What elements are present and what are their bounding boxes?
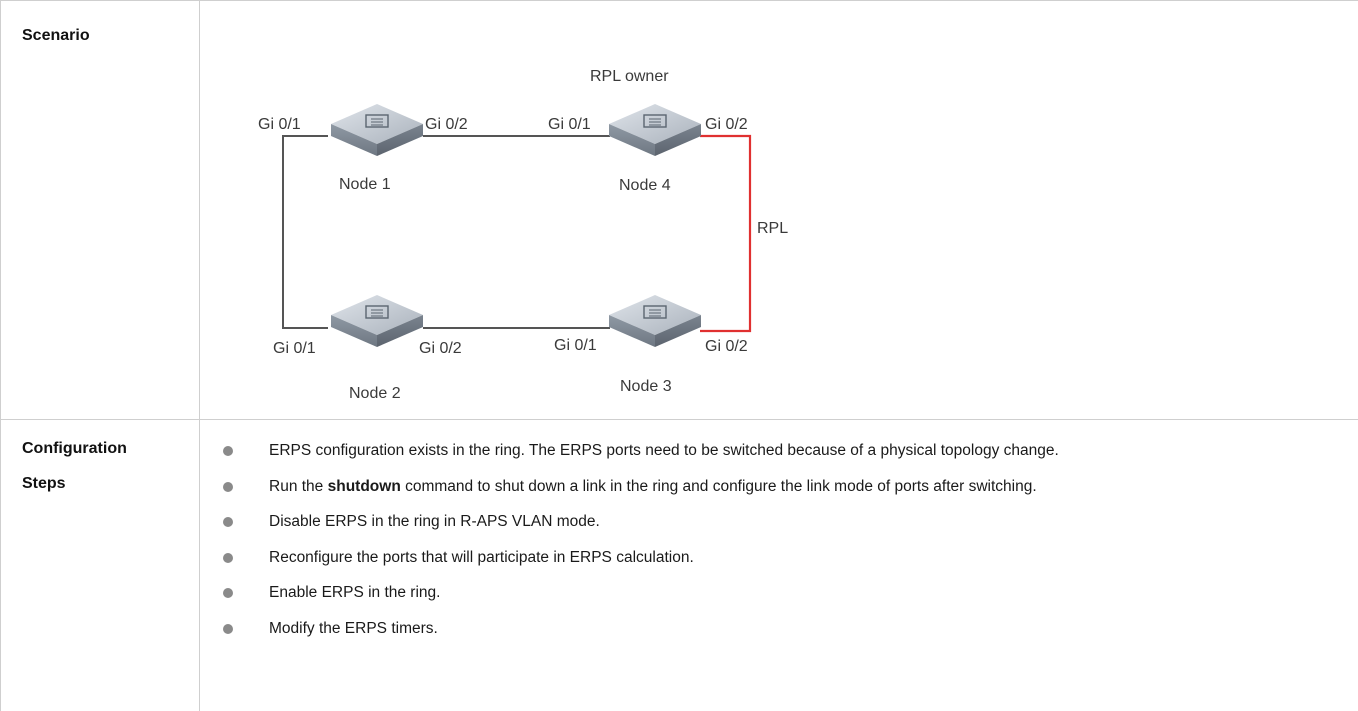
switch-node-3: [609, 295, 701, 347]
link-node1-node2: [282, 135, 328, 329]
switch-node-4: [609, 104, 701, 156]
shutdown-command: shutdown: [327, 477, 401, 495]
switch-node-2: [331, 295, 423, 347]
bullet-icon: [223, 446, 233, 456]
rpl-label: RPL: [757, 220, 788, 237]
row-label-scenario: Scenario: [22, 27, 90, 44]
node2-port-right: Gi 0/2: [419, 340, 462, 357]
switch-icon: [643, 305, 667, 319]
step-text: ERPS configuration exists in the ring. T…: [269, 442, 1059, 459]
node1-port-right: Gi 0/2: [425, 116, 468, 133]
node3-port-left: Gi 0/1: [554, 337, 597, 354]
row-label-configuration-steps: Configuration Steps: [22, 435, 127, 498]
step-text-pre: Run the: [269, 477, 328, 495]
bullet-icon: [223, 517, 233, 528]
node1-name: Node 1: [339, 176, 391, 193]
node4-port-right: Gi 0/2: [705, 116, 748, 133]
node2-name: Node 2: [349, 385, 401, 402]
row-divider: [0, 419, 1358, 420]
step-text: Reconfigure the ports that will particip…: [269, 548, 694, 566]
step-text: Disable ERPS in the ring in R-APS VLAN m…: [269, 513, 600, 531]
row-label-line1: Configuration: [22, 440, 127, 457]
ring-links: [282, 134, 752, 333]
step-text: Enable ERPS in the ring.: [269, 584, 441, 602]
switch-node-1: [331, 104, 423, 156]
switch-icon: [365, 305, 389, 319]
bullet-icon: [223, 588, 233, 599]
bullet-icon: [223, 552, 233, 563]
step-text: Run the shutdown command to shut down a …: [269, 469, 1037, 505]
rpl-owner-label: RPL owner: [590, 68, 669, 85]
bullet-icon: [223, 481, 233, 492]
switch-icon: [365, 114, 389, 128]
table-border-left: [0, 0, 1, 711]
node3-name: Node 3: [620, 378, 672, 395]
table-border-top: [0, 0, 1358, 1]
node1-port-left: Gi 0/1: [258, 116, 301, 133]
node2-port-left: Gi 0/1: [273, 340, 316, 357]
bullet-icon: [223, 623, 233, 634]
column-divider: [199, 0, 200, 711]
node3-port-right: Gi 0/2: [705, 338, 748, 355]
switch-icon: [643, 114, 667, 128]
node4-name: Node 4: [619, 177, 671, 194]
step-text: Modify the ERPS timers.: [269, 619, 438, 637]
node4-port-left: Gi 0/1: [548, 116, 591, 133]
row-label-line2: Steps: [22, 475, 66, 492]
rpl-link: [700, 134, 752, 333]
erps-ring-diagram: RPL owner RPL Gi 0/1 Gi 0/2 Node 1 Gi 0/…: [258, 68, 788, 402]
step-text-post: command to shut down a link in the ring …: [400, 477, 1037, 495]
